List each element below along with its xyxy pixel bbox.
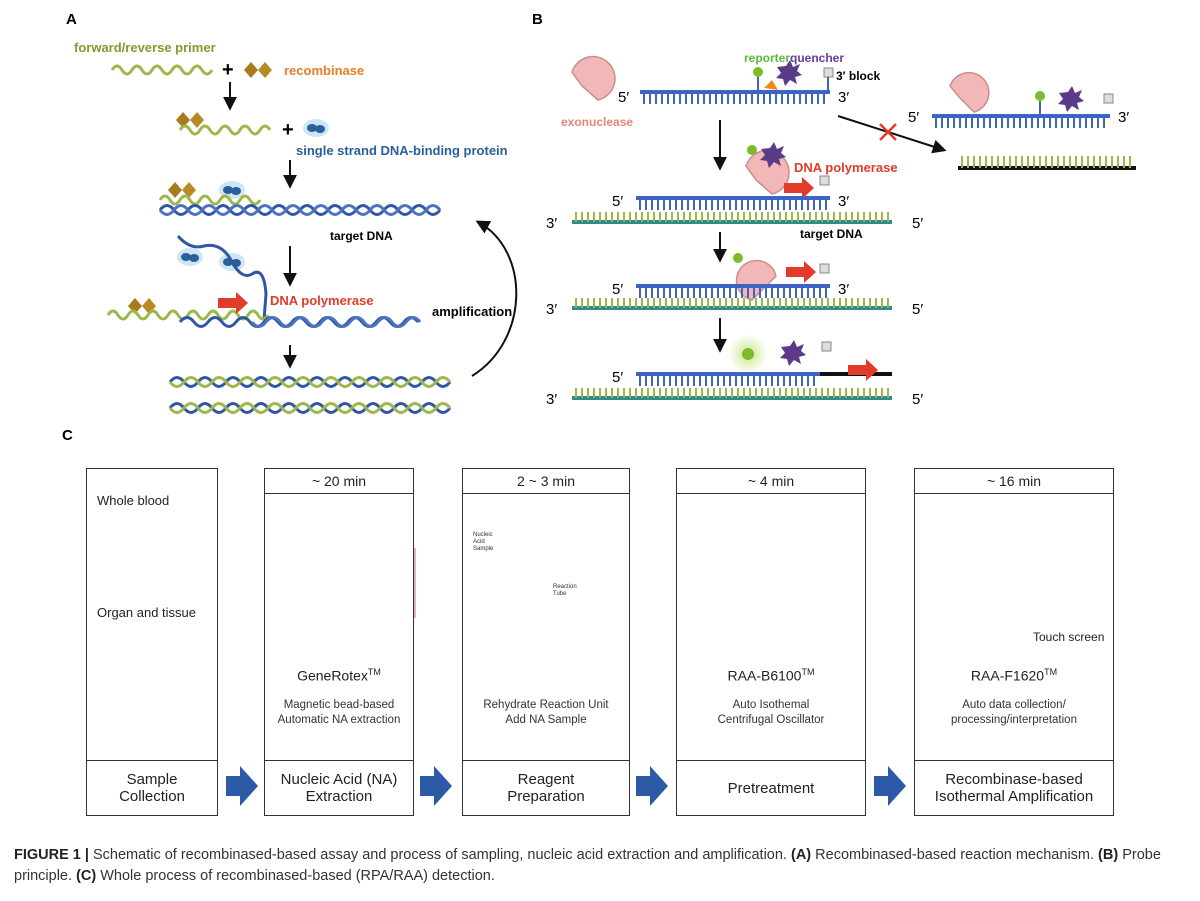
process-arrows: [226, 766, 906, 806]
svg-text:5′: 5′: [612, 281, 623, 298]
process-arrow-3: [636, 766, 668, 806]
svg-text:3′: 3′: [838, 281, 849, 298]
svg-text:3′: 3′: [1118, 109, 1129, 126]
exonuclease-label: exonuclease: [561, 115, 633, 129]
step-title: Sample Collection: [87, 760, 217, 815]
amplification-cycle-arrow: [471, 220, 518, 377]
process-arrow-1: [226, 766, 258, 806]
primer-strand: [110, 64, 214, 76]
panel-b-letter: B: [532, 11, 543, 28]
ssb-icon: [303, 119, 329, 137]
device-description: Auto Isothemal Centrifugal Oscillator: [717, 699, 825, 726]
panel-a-letter: A: [66, 11, 77, 28]
tube-label-sample: Nucleic Acid Sample: [473, 532, 494, 552]
step-title: Reagent Preparation: [463, 760, 629, 815]
process-arrow-2: [420, 766, 452, 806]
ssb-label: single strand DNA-binding protein: [296, 143, 508, 158]
svg-text:5′: 5′: [612, 369, 623, 386]
device-name: GeneRotexTM: [297, 667, 381, 684]
svg-text:5′: 5′: [912, 301, 923, 318]
quencher-icon: [776, 60, 802, 86]
blocked-cross-icon: [879, 123, 897, 141]
recombinase-icon: [244, 62, 272, 78]
fluorescence-step: 5′ 3′ 5′: [546, 334, 923, 408]
device-name: RAA-F1620TM: [970, 667, 1058, 684]
svg-text:5′: 5′: [612, 193, 623, 210]
svg-text:5′: 5′: [912, 215, 923, 232]
touch-screen-label: Touch screen: [1033, 630, 1105, 644]
svg-text:5′: 5′: [908, 109, 919, 126]
caption-figure-label: FIGURE 1 |: [14, 847, 89, 863]
whole-blood-label: Whole blood: [97, 493, 170, 508]
svg-text:5′: 5′: [618, 89, 629, 106]
svg-text:3′: 3′: [546, 215, 557, 232]
device-name: RAA-B6100TM: [727, 667, 815, 684]
step-time-extraction: ~ 20 min: [264, 468, 414, 494]
recombinase-label: recombinase: [284, 63, 364, 78]
tube-label-reaction: Reaction Tube: [553, 584, 577, 597]
probe-binding-step: DNA polymerase 5′ 3′ 3′ 5′ target DNA: [546, 142, 923, 241]
fluorescent-reporter-icon: [742, 348, 754, 360]
panel-b: B exonuclease 5′ reporter quencher 3′ bl…: [532, 11, 1136, 408]
organ-tissue-label: Organ and tissue: [97, 605, 197, 620]
exonuclease-icon: [571, 55, 616, 101]
quencher-label: quencher: [790, 51, 844, 65]
step-na-extraction: GeneRotexTM Magnetic bead-based Automati…: [264, 493, 414, 816]
amplification-label: amplification: [432, 304, 512, 319]
polymerase-label: DNA polymerase: [270, 293, 374, 308]
step-title: Pretreatment: [677, 760, 865, 815]
step-time-pretreatment: ~ 4 min: [676, 468, 866, 494]
process-arrow-4: [874, 766, 906, 806]
primer-label: forward/reverse primer: [74, 40, 216, 55]
recombinase-bound-icon: [176, 112, 204, 128]
reporter-label: reporter: [744, 51, 790, 65]
panel-c-letter: C: [62, 427, 73, 444]
device-description: Magnetic bead-based Automatic NA extract…: [277, 699, 401, 726]
svg-text:3′: 3′: [838, 193, 849, 210]
probe-cleavage-step: 5′ 3′ 3′ 5′: [546, 253, 923, 318]
panel-a: A forward/reverse primer + recombinase +…: [66, 11, 518, 414]
device-description: Auto data collection/ processing/interpr…: [951, 699, 1077, 726]
block-label: 3′ block: [836, 69, 881, 83]
svg-text:5′: 5′: [912, 391, 923, 408]
svg-text:+: +: [282, 119, 294, 141]
step-title: Nucleic Acid (NA) Extraction: [265, 760, 413, 815]
probe-polymerase-label: DNA polymerase: [794, 160, 898, 175]
step-time-amplification: ~ 16 min: [914, 468, 1114, 494]
step-description: Rehydrate Reaction Unit Add NA Sample: [483, 699, 609, 726]
step-reagent-preparation: Nucleic Acid Sample Reaction Tube Rehydr…: [462, 493, 630, 816]
svg-text:+: +: [222, 59, 234, 81]
svg-text:3′: 3′: [546, 301, 557, 318]
figure-caption: FIGURE 1 | Schematic of recombinased-bas…: [14, 847, 1161, 884]
probe-target-label: target DNA: [800, 227, 863, 241]
svg-text:3′: 3′: [838, 89, 849, 106]
step-time-reagent: 2 ~ 3 min: [462, 468, 630, 494]
step-isothermal-amplification: Touch screen RAA-F1620TM Auto data colle…: [914, 493, 1114, 816]
step-sample-collection: Whole blood Organ and tissue Sample Coll…: [86, 468, 218, 816]
step-pretreatment: RAA-B6100TM Auto Isothemal Centrifugal O…: [676, 493, 866, 816]
target-dna-label: target DNA: [330, 229, 393, 243]
svg-text:3′: 3′: [546, 391, 557, 408]
step-title: Recombinase-based Isothermal Amplificati…: [915, 760, 1113, 815]
